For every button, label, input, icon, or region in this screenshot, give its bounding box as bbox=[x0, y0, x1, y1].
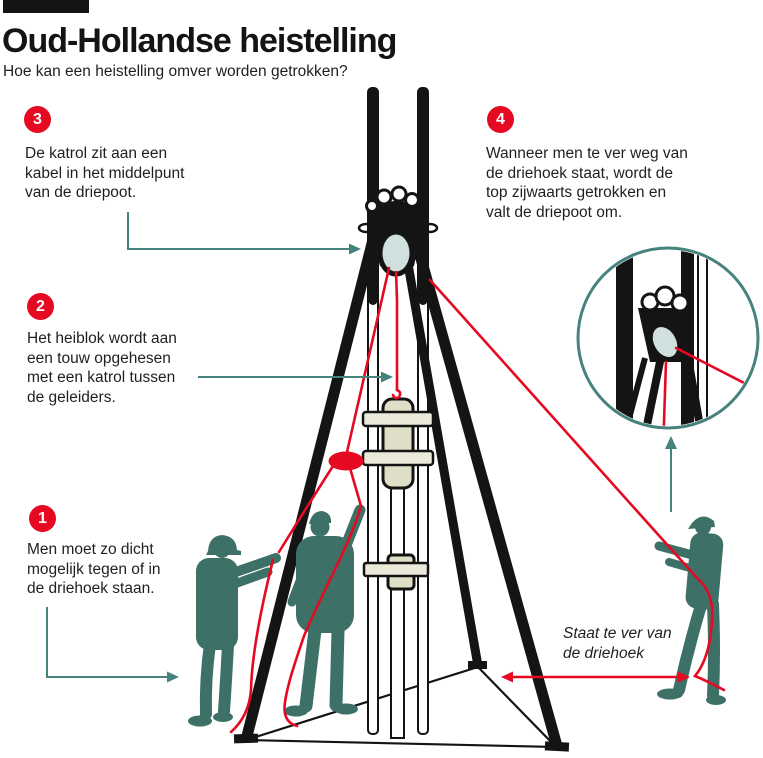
pile-block bbox=[361, 397, 435, 490]
distance-arrow bbox=[501, 671, 690, 683]
step-1-text-line: mogelijk tegen of in bbox=[27, 560, 161, 578]
step-2-text-line: Het heiblok wordt aan bbox=[27, 330, 177, 347]
hoist-ring bbox=[328, 451, 364, 471]
connector-step1 bbox=[46, 607, 179, 683]
pile bbox=[390, 486, 405, 739]
guide-top-left bbox=[368, 88, 378, 305]
step-4-text-line: Wanneer men te ver weg van bbox=[486, 145, 688, 162]
brand-bar bbox=[3, 0, 89, 13]
step-3-text-line: van de driepoot. bbox=[25, 184, 137, 201]
pulley-icon bbox=[377, 229, 415, 277]
step-4-text-line: de driehoek staat, wordt de bbox=[486, 164, 673, 182]
step-4-text: Wanneer men te ver weg van de driehoek s… bbox=[486, 144, 736, 222]
step-2-text-line: een touw opgehesen bbox=[27, 349, 171, 367]
worker-far bbox=[654, 516, 726, 705]
connector-step2 bbox=[198, 371, 393, 383]
too-far-label-line: Staat te ver van bbox=[563, 625, 672, 642]
tilted-pulley-icon bbox=[647, 321, 683, 363]
step-1-text-line: Men moet zo dicht bbox=[27, 541, 154, 558]
step-3-badge: 3 bbox=[24, 106, 51, 133]
page-subtitle: Hoe kan een heistelling omver worden get… bbox=[3, 63, 348, 80]
guide-top-right bbox=[418, 88, 428, 305]
step-3-text-line: De katrol zit aan een bbox=[25, 145, 168, 162]
too-far-label: Staat te ver van de driehoek bbox=[563, 624, 713, 664]
base-triangle bbox=[245, 665, 559, 749]
step-1-text: Men moet zo dicht mogelijk tegen of in d… bbox=[27, 540, 217, 599]
pile-clamp bbox=[362, 553, 430, 591]
connector-step3 bbox=[127, 212, 361, 255]
step-2-text: Het heiblok wordt aan een touw opgehesen… bbox=[27, 329, 217, 407]
step-2-text-line: de geleiders. bbox=[27, 388, 116, 406]
step-3-text: De katrol zit aan een kabel in het midde… bbox=[25, 144, 225, 203]
top-pulley-assembly bbox=[357, 185, 439, 277]
cap-icon bbox=[309, 511, 332, 524]
worker-left bbox=[188, 535, 281, 727]
inset-arrow bbox=[665, 436, 677, 512]
step-3-text-line: kabel in het middelpunt bbox=[25, 164, 185, 182]
page-title: Oud-Hollandse heistelling bbox=[2, 22, 397, 60]
too-far-label-line: de driehoek bbox=[563, 645, 645, 662]
tripod-legs bbox=[233, 210, 570, 752]
hard-hat-icon bbox=[206, 535, 241, 555]
step-1-text-line: de driehoek staan. bbox=[27, 580, 155, 597]
step-4-badge: 4 bbox=[487, 106, 514, 133]
step-4-text-line: valt de driepoot om. bbox=[486, 203, 623, 221]
step-1-badge: 1 bbox=[29, 505, 56, 532]
step-2-text-line: met een katrol tussen bbox=[27, 369, 176, 386]
ropes bbox=[229, 266, 726, 734]
step-4-text-line: top zijwaarts getrokken en bbox=[486, 184, 667, 201]
cap-icon bbox=[688, 516, 715, 529]
step-2-badge: 2 bbox=[27, 293, 54, 320]
detail-inset bbox=[576, 246, 760, 430]
